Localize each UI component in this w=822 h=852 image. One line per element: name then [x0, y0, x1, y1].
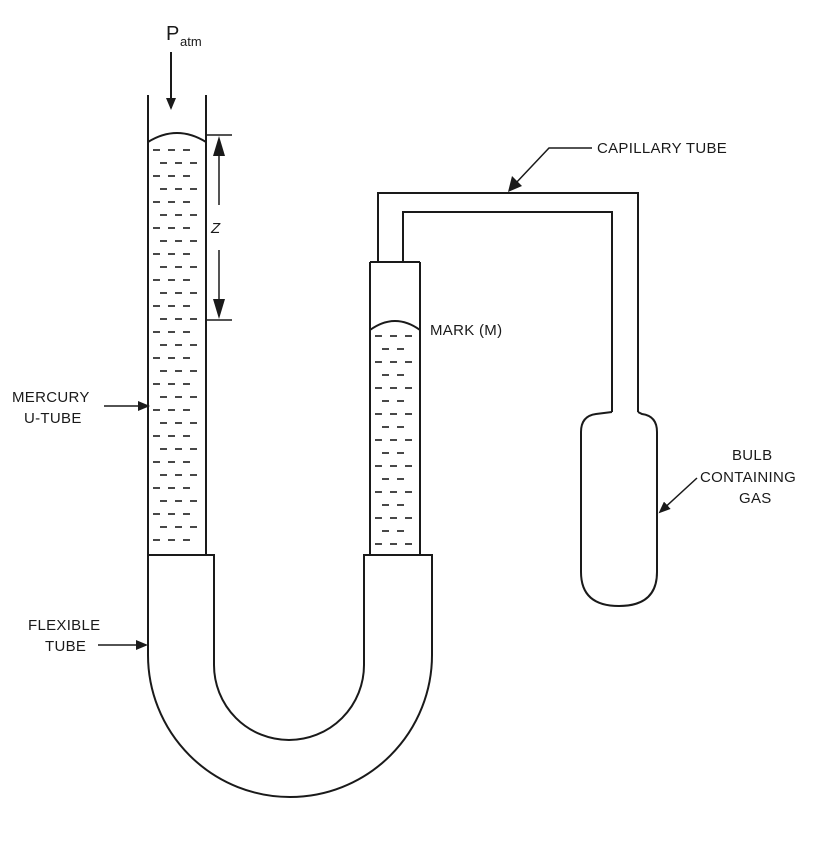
left-glass-column	[147, 95, 207, 555]
mercury-label-line1: MERCURY	[12, 389, 90, 406]
flexible-label-group: FLEXIBLE TUBE	[28, 617, 148, 655]
svg-text:P: P	[166, 23, 179, 45]
patm-label: P atm	[166, 23, 202, 49]
bulb-label-line3: GAS	[739, 490, 772, 507]
gas-bulb	[580, 411, 658, 608]
mercury-label-line2: U-TUBE	[24, 410, 82, 427]
z-dimension: Z	[206, 134, 232, 321]
right-mercury-column	[375, 335, 412, 545]
flexible-label-line2: TUBE	[45, 638, 86, 655]
mercury-label-group: MERCURY U-TUBE	[12, 389, 150, 427]
left-mercury-column	[153, 149, 197, 541]
capillary-label-group: CAPILLARY TUBE	[508, 140, 727, 192]
bulb-label-line2: CONTAINING	[700, 469, 796, 486]
flexible-tube	[147, 554, 433, 798]
svg-text:atm: atm	[180, 34, 202, 49]
capillary-label: CAPILLARY TUBE	[597, 140, 727, 157]
mark-label: MARK (M)	[430, 322, 502, 339]
flexible-label-line1: FLEXIBLE	[28, 617, 100, 634]
capillary-tube	[377, 192, 639, 412]
bulb-label-line1: BULB	[732, 447, 772, 464]
bulb-label-group: BULB CONTAINING GAS	[658, 447, 796, 514]
right-glass-column	[369, 261, 421, 555]
z-label: Z	[210, 220, 221, 237]
